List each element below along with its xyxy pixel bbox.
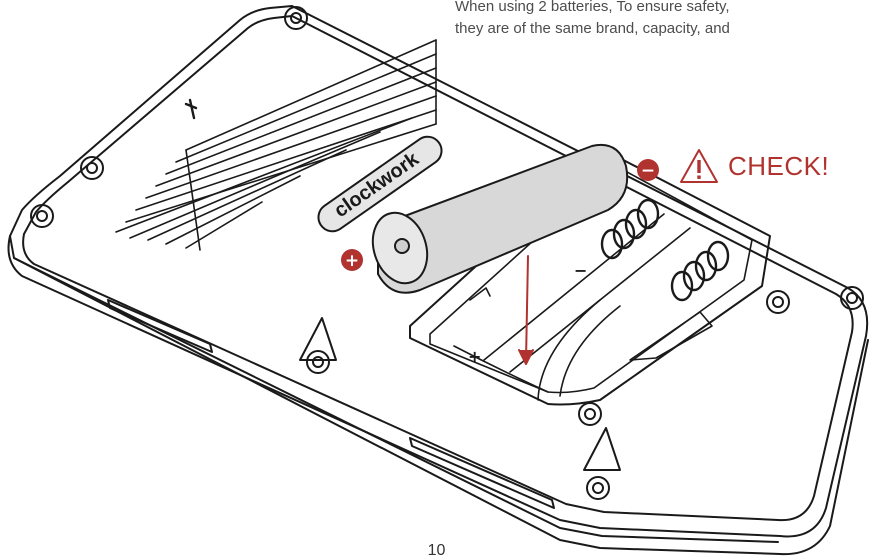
compartment-slot-left (453, 287, 549, 393)
side-slot-left (107, 299, 213, 353)
vent-ribs (115, 39, 437, 251)
side-slot-right (409, 437, 555, 509)
screw-boss-compartment-bottom (578, 402, 602, 426)
positive-terminal-marker: + (341, 249, 363, 271)
battery-compartment (409, 149, 771, 406)
compartment-groove (537, 299, 621, 401)
battery (371, 144, 629, 294)
vent-arrow-mark (184, 98, 198, 120)
battery-spring-bottom (670, 240, 730, 302)
warning-triangle-icon (680, 149, 718, 183)
compartment-slot-right (629, 311, 713, 361)
check-warning: CHECK! (678, 146, 829, 186)
screw-boss-top (284, 6, 308, 30)
device-inner-shell (22, 15, 854, 522)
screw-boss-compartment-right (766, 290, 790, 314)
instruction-caption-line-2: they are of the same brand, capacity, an… (455, 20, 730, 37)
battery-spring-top (600, 198, 660, 260)
screw-boss-far-left (30, 204, 54, 228)
positive-symbol: + (345, 251, 359, 271)
negative-symbol: − (641, 161, 655, 181)
screw-boss-center (299, 317, 337, 374)
device-outer-shell (7, 5, 869, 538)
compartment-plus-label: + (468, 347, 481, 366)
screw-boss-bottom (583, 427, 621, 500)
screw-boss-left (80, 156, 104, 180)
brand-logo-text: clockwork (330, 148, 423, 223)
compartment-minus-label: − (574, 261, 587, 280)
insert-arrow (518, 255, 534, 365)
device-side-edge (9, 235, 869, 556)
check-warning-label: CHECK! (728, 150, 830, 181)
screw-boss-right (840, 286, 864, 310)
instruction-caption-line-1: When using 2 batteries, To ensure safety… (455, 0, 730, 15)
page-number: 10 (427, 542, 446, 559)
negative-terminal-marker: − (637, 159, 659, 181)
device-side-edge-inner (13, 257, 779, 543)
